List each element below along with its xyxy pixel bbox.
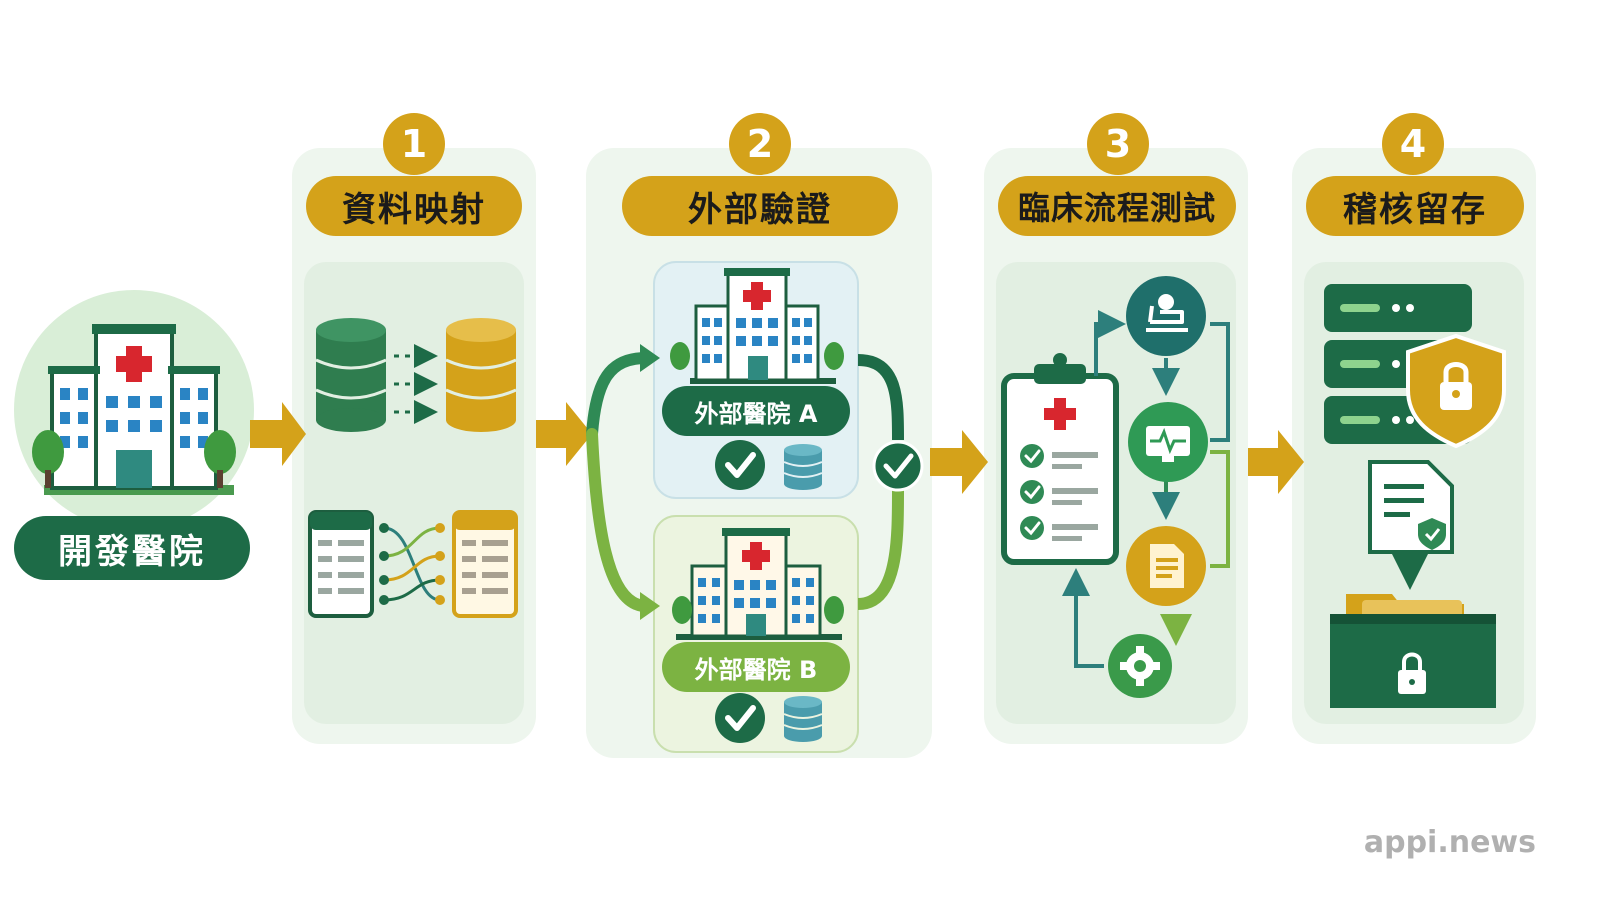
target-database-icon [445, 318, 517, 432]
hospital-a-label: 外部醫院 A [662, 386, 850, 436]
source-hospital-icon [14, 290, 254, 530]
patient-bed-icon [1126, 276, 1206, 356]
hospital-b-icon [672, 528, 844, 640]
merge-line-a [857, 354, 904, 441]
merge-line-b [857, 489, 904, 610]
step-1-number: 1 [383, 113, 445, 175]
step-2-title: 外部驗證 [622, 176, 898, 236]
hospital-a-check-icon [715, 440, 765, 490]
step-3-number: 3 [1087, 113, 1149, 175]
source-database-icon [315, 318, 387, 432]
archive-lock-icon [1330, 594, 1496, 708]
hospital-a-database-icon [783, 444, 823, 490]
flow-arrow [1248, 430, 1304, 494]
step-1-title: 資料映射 [306, 176, 522, 236]
step-3-title: 臨床流程測試 [998, 176, 1236, 236]
step-4-title: 稽核留存 [1306, 176, 1524, 236]
workflow-connectors [1062, 310, 1230, 668]
document-icon [1126, 526, 1206, 606]
flow-arrow [536, 402, 592, 466]
hospital-b-label: 外部醫院 B [662, 642, 850, 692]
step-2-number: 2 [729, 113, 791, 175]
hospital-a-icon [670, 268, 844, 384]
split-arrow-b [586, 428, 660, 620]
flow-arrow [930, 430, 988, 494]
split-arrow-a [586, 344, 660, 440]
clipboard-icon [1001, 353, 1119, 565]
merge-check-icon [872, 440, 924, 492]
field-mapping-lines [379, 523, 445, 605]
shield-lock-icon [1406, 333, 1506, 449]
source-hospital-label: 開發醫院 [14, 516, 250, 580]
step-4-number: 4 [1382, 113, 1444, 175]
watermark: appi.news [1363, 825, 1536, 860]
secure-document-icon [1368, 460, 1454, 554]
monitor-icon [1128, 402, 1208, 482]
mapping-arrows [394, 344, 438, 424]
flow-arrow [250, 402, 306, 466]
target-table-icon [452, 510, 518, 618]
source-table-icon [308, 510, 374, 618]
hospital-b-database-icon [783, 696, 823, 742]
hospital-b-check-icon [715, 693, 765, 743]
gear-icon [1108, 634, 1172, 698]
